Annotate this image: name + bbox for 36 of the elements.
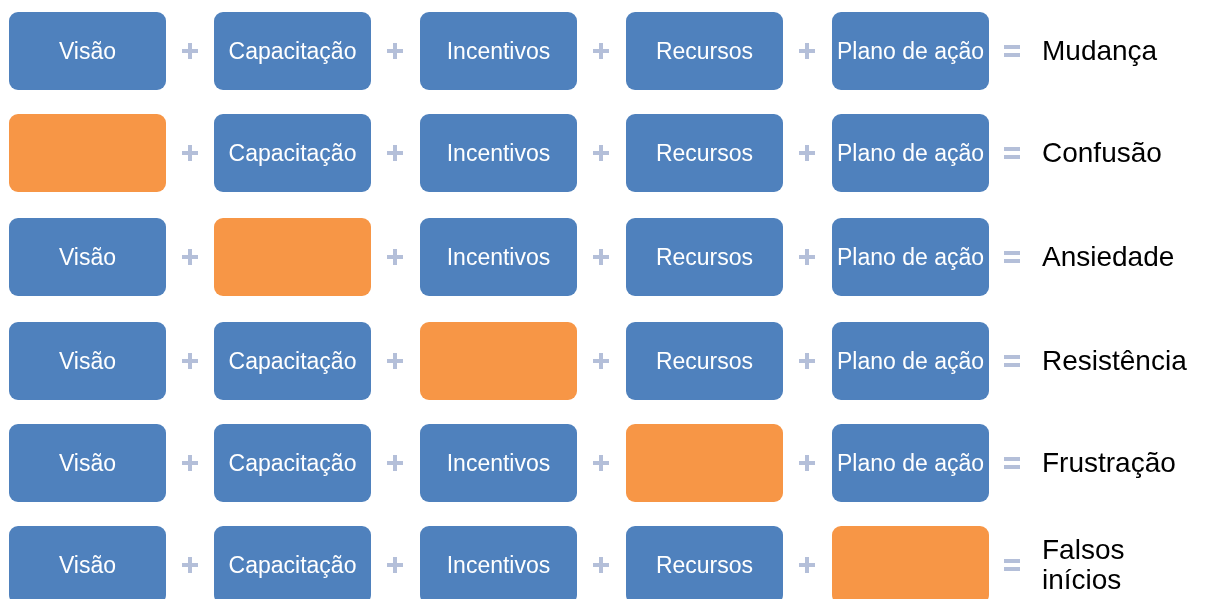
factor-box: Incentivos (420, 218, 577, 296)
factor-box: Plano de ação (832, 322, 989, 400)
missing-factor-box (626, 424, 783, 502)
missing-factor-box (420, 322, 577, 400)
factor-box: Recursos (626, 218, 783, 296)
factor-box: Visão (9, 12, 166, 90)
factor-box: Plano de ação (832, 12, 989, 90)
factor-box: Capacitação (214, 424, 371, 502)
missing-factor-box (9, 114, 166, 192)
factor-box: Visão (9, 424, 166, 502)
missing-factor-box (214, 218, 371, 296)
factor-box: Capacitação (214, 12, 371, 90)
result-label: Resistência (1042, 346, 1188, 376)
factor-box: Incentivos (420, 12, 577, 90)
factor-box: Plano de ação (832, 424, 989, 502)
factor-box: Recursos (626, 114, 783, 192)
factor-box: Incentivos (420, 114, 577, 192)
factor-box: Plano de ação (832, 114, 989, 192)
result-label: Ansiedade (1042, 242, 1176, 272)
factor-box: Recursos (626, 12, 783, 90)
factor-box: Capacitação (214, 322, 371, 400)
factor-box: Recursos (626, 322, 783, 400)
missing-factor-box (832, 526, 989, 599)
factor-box: Visão (9, 526, 166, 599)
factor-box: Incentivos (420, 526, 577, 599)
factor-box: Visão (9, 322, 166, 400)
factor-box: Recursos (626, 526, 783, 599)
result-label: Confusão (1042, 138, 1163, 168)
result-label: Mudança (1042, 36, 1159, 66)
factor-box: Visão (9, 218, 166, 296)
factor-box: Capacitação (214, 114, 371, 192)
factor-box: Capacitação (214, 526, 371, 599)
factor-box: Plano de ação (832, 218, 989, 296)
result-label: Falsos inícios (1042, 535, 1126, 595)
result-label: Frustração (1042, 448, 1177, 478)
factor-box: Incentivos (420, 424, 577, 502)
